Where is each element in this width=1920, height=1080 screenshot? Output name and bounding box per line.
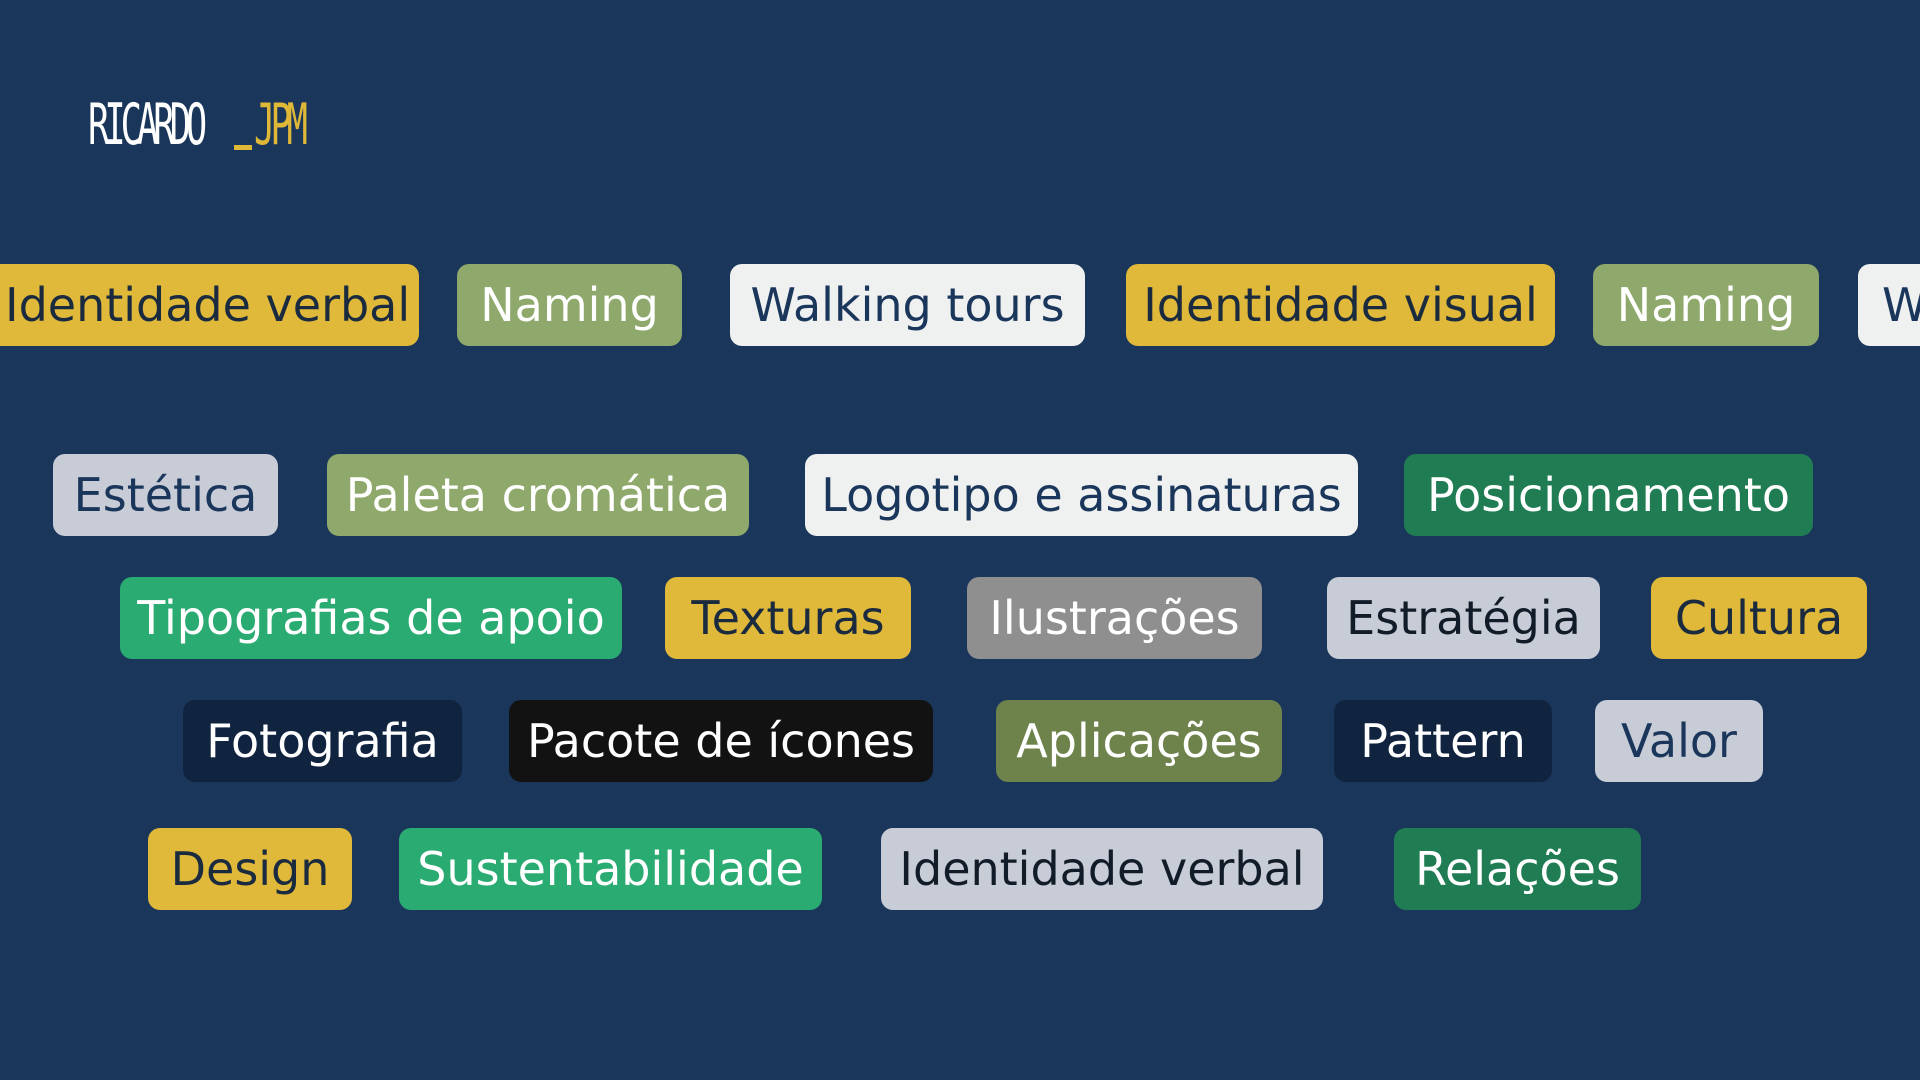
- tag-pacote-de-icones: Pacote de ícones: [509, 700, 933, 782]
- tag-sustentabilidade: Sustentabilidade: [399, 828, 822, 910]
- tag-pattern: Pattern: [1334, 700, 1552, 782]
- tag-walking-tours: Walking tours: [730, 264, 1085, 346]
- tag-logotipo-e-assinaturas: Logotipo e assinaturas: [805, 454, 1358, 536]
- tag-cut-off: W: [1858, 264, 1920, 346]
- tag-naming: Naming: [457, 264, 682, 346]
- tag-estetica: Estética: [53, 454, 278, 536]
- tag-identidade-verbal: Identidade verbal: [0, 264, 419, 346]
- tag-design: Design: [148, 828, 352, 910]
- tag-paleta-cromatica: Paleta cromática: [327, 454, 749, 536]
- tag-naming: Naming: [1593, 264, 1819, 346]
- tag-fotografia: Fotografia: [183, 700, 462, 782]
- tag-tipografias-de-apoio: Tipografias de apoio: [120, 577, 622, 659]
- tag-posicionamento: Posicionamento: [1404, 454, 1813, 536]
- tag-aplicacoes: Aplicações: [996, 700, 1282, 782]
- tag-estrategia: Estratégia: [1327, 577, 1600, 659]
- tag-identidade-verbal: Identidade verbal: [881, 828, 1323, 910]
- logo-underscore: [234, 145, 252, 150]
- tag-relacoes: Relações: [1394, 828, 1641, 910]
- tag-cultura: Cultura: [1651, 577, 1867, 659]
- logo-text-second: JPM: [254, 92, 308, 158]
- logo-text-first: RICARDO: [88, 92, 207, 158]
- brand-logo[interactable]: RICARDO JPM: [88, 84, 333, 154]
- tag-ilustracoes: Ilustrações: [967, 577, 1262, 659]
- tag-valor: Valor: [1595, 700, 1763, 782]
- tag-identidade-visual: Identidade visual: [1126, 264, 1555, 346]
- tag-texturas: Texturas: [665, 577, 911, 659]
